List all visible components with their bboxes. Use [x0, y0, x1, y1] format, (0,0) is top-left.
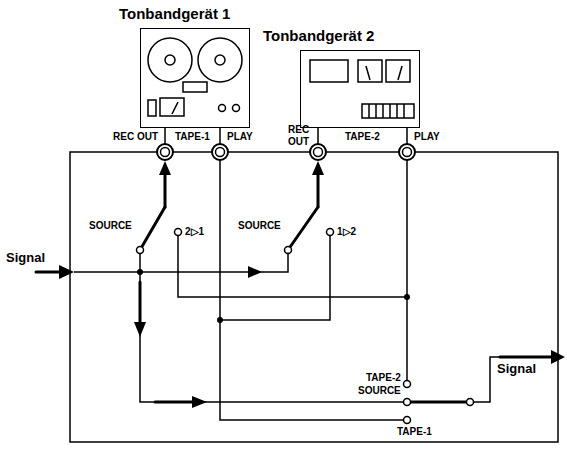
arrowhead [59, 265, 74, 279]
switch-label: SOURCE [238, 220, 281, 232]
switch-pivot [467, 399, 474, 406]
reel-hub [165, 55, 175, 65]
tape-slot [148, 100, 156, 116]
jack-label: PLAY [414, 131, 440, 143]
jack-ring [161, 148, 170, 157]
control-knob [219, 105, 226, 112]
jack-socket [399, 144, 415, 160]
jack-ring [216, 148, 225, 157]
signal-arrow [317, 173, 320, 207]
arrowhead [159, 161, 171, 175]
contact-group [137, 229, 474, 424]
tape-recorder: Tonbandgerät 2 [300, 50, 420, 128]
meter-needle [398, 66, 402, 80]
tape-reel [148, 38, 192, 82]
source-wire [140, 272, 404, 402]
switch-blade [140, 207, 165, 250]
play-wire [220, 160, 404, 420]
jack-ring [314, 148, 323, 157]
meter-needle [172, 102, 178, 114]
junction-dot [217, 317, 223, 323]
tape-label: TAPE-2 [345, 131, 380, 143]
switch-contact [327, 229, 334, 236]
cassette-window [310, 60, 348, 82]
switch-pivot [285, 247, 292, 254]
switch-contact [404, 399, 411, 406]
switch-contact [404, 381, 411, 388]
switch-label: 1▷2 [337, 226, 356, 238]
junction-dot [137, 269, 143, 275]
switch-contact [404, 417, 411, 424]
switch-label: 2▷1 [185, 226, 204, 238]
signal-arrow [139, 282, 142, 323]
jack-ring [403, 148, 412, 157]
arrowhead-group [59, 161, 565, 408]
key-row [362, 104, 414, 118]
output-wire [474, 357, 551, 402]
drawing-group [70, 38, 558, 442]
arrowhead [248, 266, 262, 278]
selector-blade [411, 401, 466, 404]
arrowhead [312, 161, 324, 175]
tape-head [183, 82, 207, 92]
input-wire [74, 254, 288, 273]
device-heading: Tonbandgerät 2 [263, 27, 374, 45]
signal-arrow [500, 356, 552, 359]
jack-socket [157, 144, 173, 160]
junction-dot [404, 294, 410, 300]
dubbing-wire [220, 236, 330, 321]
recorder-cable [165, 128, 407, 144]
signal-label: Signal [497, 361, 536, 377]
meter-needle [366, 66, 370, 80]
key-divider [369, 104, 404, 118]
arrowhead [551, 350, 565, 364]
play-wire [406, 160, 408, 381]
jack-socket [310, 144, 326, 160]
selector-label: TAPE-1 [397, 426, 432, 438]
arrowhead [192, 396, 207, 408]
control-knob [233, 105, 240, 112]
level-meter [358, 60, 382, 82]
switch-label: SOURCE [89, 220, 132, 232]
selector-label: SOURCE [358, 385, 401, 397]
device-heading: Tonbandgerät 1 [119, 5, 230, 23]
jack-group [157, 144, 415, 160]
level-meter [386, 60, 410, 82]
tape-reel [198, 38, 242, 82]
level-meter [160, 98, 184, 116]
signal-arrow [164, 173, 167, 207]
signal-arrow [36, 271, 61, 274]
arrowhead [134, 322, 146, 337]
thick-group [36, 173, 552, 402]
signal-label: Signal [6, 250, 45, 266]
jack-label: REC OUT [288, 124, 309, 148]
tape-label: TAPE-1 [175, 131, 210, 143]
switch-pivot [137, 247, 144, 254]
jack-label: REC OUT [113, 131, 158, 143]
jack-socket [212, 144, 228, 160]
amplifier-frame [70, 152, 558, 442]
junction-group [137, 269, 410, 323]
signal-arrow [155, 401, 193, 404]
switch-blade [288, 207, 318, 250]
reel-hub [215, 55, 225, 65]
switch-contact [175, 229, 182, 236]
selector-label: TAPE-2 [366, 372, 401, 384]
jack-label: PLAY [227, 131, 253, 143]
tape-recorder: Tonbandgerät 1 [140, 28, 250, 128]
